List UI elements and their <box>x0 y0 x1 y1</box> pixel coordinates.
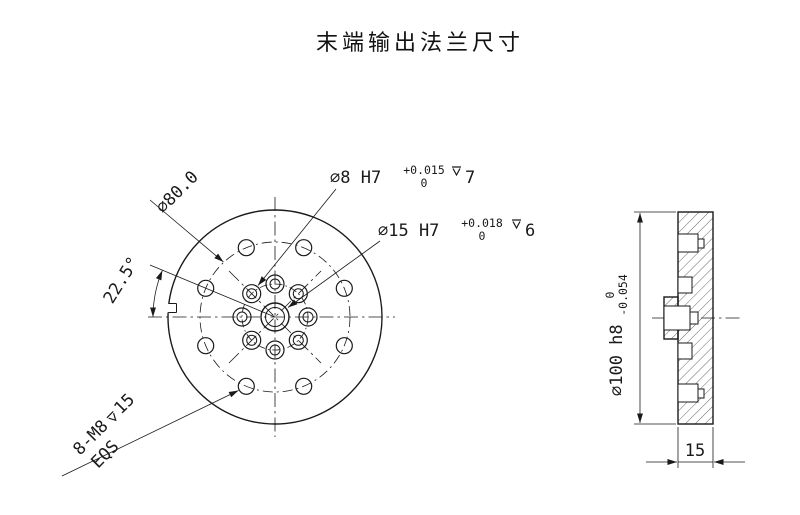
dim-center-hole: ⌀15 H7 +0.018 0 6 <box>287 216 535 308</box>
pin-pitch-circle <box>241 283 309 351</box>
section-bolt-hole <box>677 233 699 253</box>
dim-pin-hole: ⌀8 H7 +0.015 0 7 <box>257 163 475 286</box>
pin-hole-depth: 7 <box>465 168 475 188</box>
bolt-hole <box>197 279 215 297</box>
bolt-hole <box>237 377 255 395</box>
edge-notch <box>163 303 177 313</box>
center-hole-depth: 6 <box>525 221 535 241</box>
pin-hole-spec: ⌀8 H7 <box>330 168 381 188</box>
section-holes <box>663 233 705 403</box>
bolt-hole <box>335 337 353 355</box>
pin-hole <box>288 330 308 350</box>
section-bolt-hole <box>677 383 699 403</box>
pin-hole <box>232 307 252 327</box>
outer-diameter-spec: ⌀100 h8 <box>607 324 627 396</box>
depth-icon <box>512 219 521 230</box>
bolt-hole <box>295 377 313 395</box>
bolt-hole <box>335 279 353 297</box>
page-title: 末端输出法兰尺寸 <box>316 30 524 55</box>
outer-diameter-tol-upper: 0 <box>603 291 617 298</box>
outer-diameter-text: ⌀100 h8 0 -0.054 <box>603 274 630 396</box>
center-hole-tol-upper: +0.018 <box>461 216 503 230</box>
thickness-label: 15 <box>685 441 705 461</box>
pin-hole-tol-lower: 0 <box>421 176 428 190</box>
angle-reference-line <box>149 264 276 318</box>
section-bolt-hole-pilot <box>697 388 705 399</box>
bolt-circle <box>199 241 351 393</box>
bolt-hole <box>197 337 215 355</box>
depth-icon <box>106 411 117 422</box>
pin-hole <box>242 284 262 304</box>
front-view: ⌀80.0 22.5° ⌀8 H7 +0.015 0 7 ⌀15 H7 +0.0… <box>61 163 535 477</box>
section-bolt-hole-pilot <box>697 238 705 249</box>
pin-hole <box>298 307 318 327</box>
bolt-circle-dim-label: ⌀80.0 <box>152 167 202 217</box>
bolt-hole <box>237 239 255 257</box>
section-pin-hole <box>677 276 693 294</box>
angle-dim-label: 22.5° <box>100 253 144 307</box>
pin-holes <box>232 274 318 360</box>
pin-hole <box>265 340 285 360</box>
section-pin-hole <box>677 342 693 360</box>
section-center-hole <box>663 305 691 331</box>
bolt-holes <box>197 239 353 395</box>
centerline-diagonal <box>228 270 322 364</box>
dim-outer-diameter: ⌀100 h8 0 -0.054 <box>603 211 676 425</box>
pin-hole-tol-upper: +0.015 <box>403 163 445 177</box>
dim-thickness: 15 <box>646 427 745 468</box>
center-hole-spec: ⌀15 H7 <box>378 221 439 241</box>
center-hole <box>260 302 290 332</box>
leader-line <box>61 390 239 477</box>
angle-dimension-arc <box>150 270 163 318</box>
side-view: ⌀100 h8 0 -0.054 15 <box>603 211 745 468</box>
section-center-hole-pilot <box>689 311 699 325</box>
leader-line <box>287 240 381 308</box>
leader-line <box>149 199 224 263</box>
leader-line <box>257 188 337 286</box>
bolt-hole <box>295 239 313 257</box>
center-hole-tol-lower: 0 <box>479 229 486 243</box>
outer-diameter-tol-lower: -0.054 <box>616 274 630 316</box>
depth-icon <box>452 166 461 177</box>
thread-depth: 15 <box>110 390 139 419</box>
pin-hole <box>242 330 262 350</box>
flange-outer-circle <box>167 209 383 425</box>
centerline-diagonal <box>228 270 322 364</box>
dim-bolt-circle: ⌀80.0 <box>149 167 224 263</box>
